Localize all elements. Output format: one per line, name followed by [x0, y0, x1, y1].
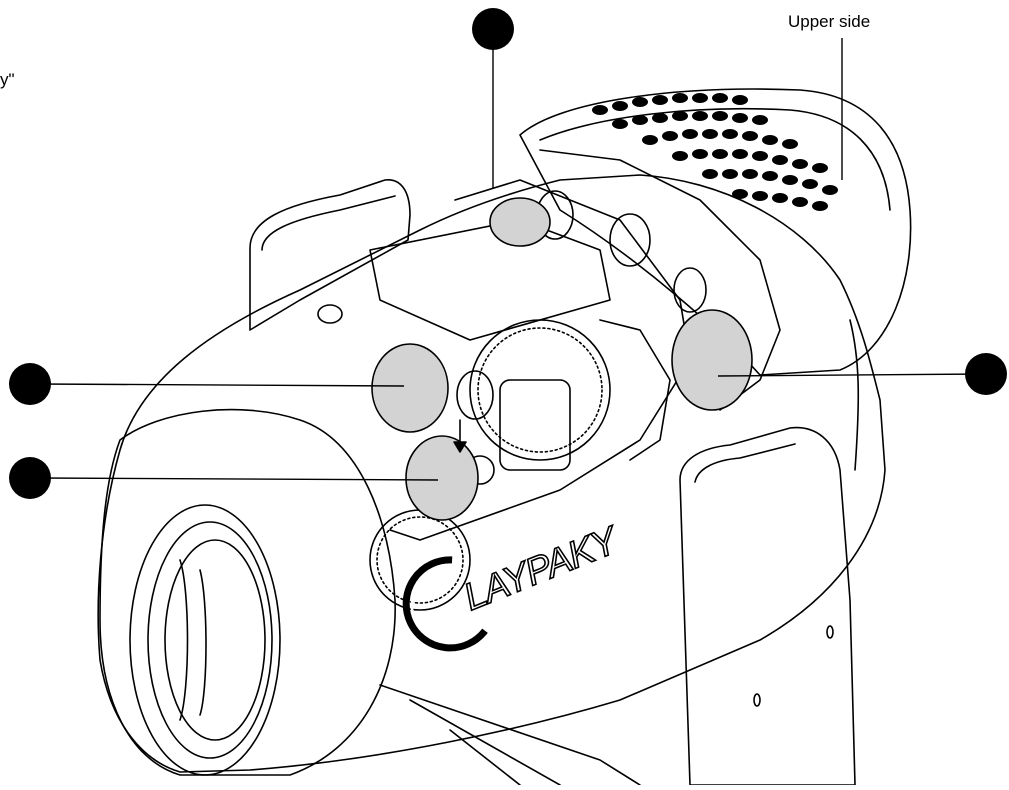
logo-text: LAYPAKY: [458, 519, 626, 619]
filter-disc-top: [489, 197, 551, 247]
gear-ring: [469, 319, 611, 461]
yoke-arm-left: [249, 179, 411, 331]
callout-dot-left-upper: [9, 363, 51, 405]
leader-left-upper: [37, 383, 405, 387]
clipped-label: y": [0, 70, 15, 89]
filter-disc-right: [671, 309, 753, 411]
callout-dot-top: [472, 8, 514, 50]
upper-side-label: Upper side: [788, 12, 871, 31]
front-cowl: [99, 408, 396, 776]
callout-dot-right: [965, 353, 1007, 395]
leader-right: [717, 373, 987, 377]
head-body: [97, 174, 886, 773]
leader-left-lower: [37, 477, 439, 481]
vent-holes: [592, 93, 838, 211]
yoke-arm-front: [679, 426, 856, 786]
front-lens: [129, 504, 281, 776]
claypaky-logo: LAYPAKY: [402, 518, 627, 652]
callout-dot-left-lower: [9, 457, 51, 499]
filter-disc-upper: [371, 343, 449, 433]
filter-disc-lower: [405, 435, 479, 521]
